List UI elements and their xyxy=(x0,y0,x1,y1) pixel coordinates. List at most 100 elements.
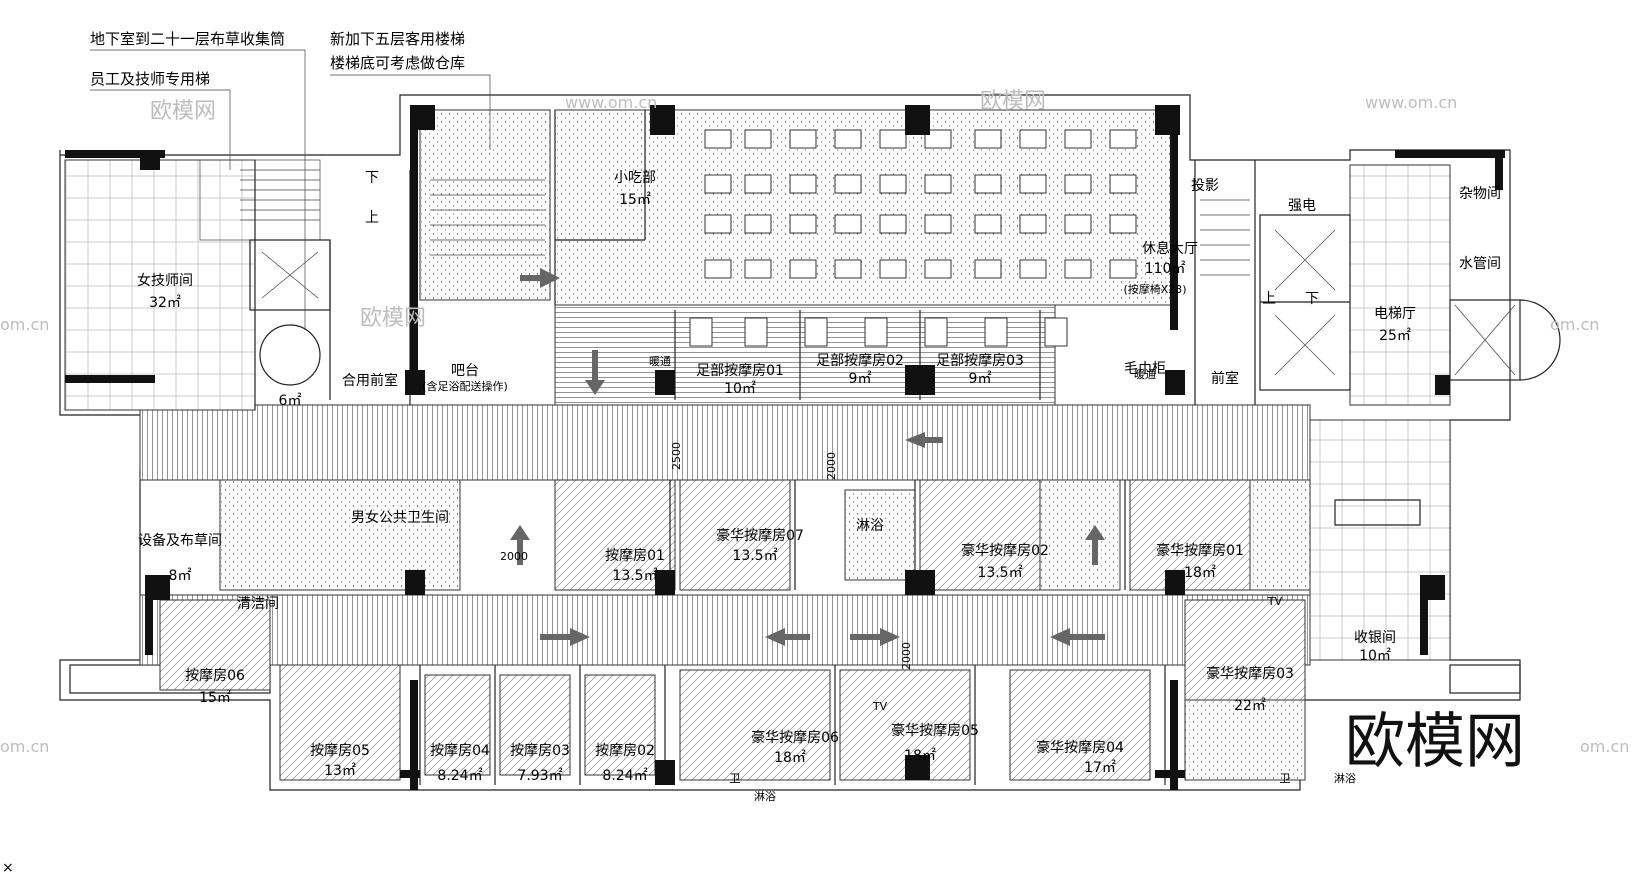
foot-massage-seat xyxy=(689,317,713,347)
massage-chair xyxy=(1064,129,1092,149)
room-lux-06-area: 18㎡ xyxy=(774,750,806,766)
massage-chair xyxy=(704,214,732,234)
room-lux-01: 豪华按摩房01 xyxy=(1156,542,1244,559)
note-leaders xyxy=(90,49,491,330)
room-shared-anteroom: 合用前室 xyxy=(342,372,398,389)
massage-chair xyxy=(1064,174,1092,194)
watermark-brand-3: 欧模网 xyxy=(360,306,426,331)
watermark-site-5: om.cn xyxy=(0,737,49,756)
room-foot-03: 足部按摩房03 xyxy=(936,352,1024,369)
room-m02: 按摩房02 xyxy=(595,742,655,759)
massage-chair xyxy=(744,214,772,234)
room-linen-area: 8㎡ xyxy=(169,568,192,584)
room-bar: 吧台 xyxy=(451,363,479,379)
room-m06: 按摩房06 xyxy=(185,667,245,684)
watermark-site-1: www.om.cn xyxy=(565,93,657,112)
note-staff-elevator: 员工及技师专用梯 xyxy=(90,70,210,88)
massage-chair xyxy=(924,174,952,194)
massage-chair xyxy=(1064,214,1092,234)
massage-chair xyxy=(1109,214,1137,234)
room-foot-01: 足部按摩房01 xyxy=(696,362,784,379)
room-lift-lobby-area: 25㎡ xyxy=(1379,328,1411,344)
massage-chair xyxy=(704,129,732,149)
dimension-2: 2000 xyxy=(825,452,838,480)
label-shower-1: 淋浴 xyxy=(856,518,884,534)
room-towel: 毛巾柜 xyxy=(1124,361,1166,377)
massage-chair xyxy=(744,129,772,149)
label-wc-1: 卫 xyxy=(730,772,741,785)
dimension-3: 2000 xyxy=(500,550,528,563)
room-lounge-extra: (按摩椅X23) xyxy=(1123,282,1186,296)
room-female-tech-area: 32㎡ xyxy=(149,295,181,311)
massage-chair xyxy=(879,214,907,234)
massage-chair xyxy=(789,259,817,279)
massage-chair xyxy=(1109,174,1137,194)
circulation-arrows xyxy=(510,268,1105,646)
massage-chair xyxy=(834,214,862,234)
label-tv-1: TV xyxy=(872,700,888,713)
massage-chair xyxy=(974,129,1002,149)
room-lounge: 休息大厅 xyxy=(1142,240,1198,257)
massage-chair xyxy=(924,214,952,234)
massage-chair xyxy=(834,259,862,279)
down-label-2: 下 xyxy=(1305,291,1319,307)
massage-chair xyxy=(789,129,817,149)
watermark-site-2: www.om.cn xyxy=(1365,93,1457,112)
room-anteroom: 前室 xyxy=(1211,370,1239,387)
room-lux-04: 豪华按摩房04 xyxy=(1036,739,1124,756)
foot-massage-seat xyxy=(744,317,768,347)
room-lux-03: 豪华按摩房03 xyxy=(1206,665,1294,682)
watermark-site-6: om.cn xyxy=(1580,737,1629,756)
room-lux-06: 豪华按摩房06 xyxy=(751,729,839,746)
watermarks: www.om.cn www.om.cn om.cn om.cn om.cn om… xyxy=(0,89,1629,777)
foot-massage-seat xyxy=(804,317,828,347)
label-wc-2: 卫 xyxy=(1280,772,1291,785)
down-label-1: 下 xyxy=(365,170,379,186)
massage-chair xyxy=(789,174,817,194)
room-m01: 按摩房01 xyxy=(605,547,665,564)
room-m02-area: 8.24㎡ xyxy=(602,768,647,784)
partitions xyxy=(199,110,1561,785)
massage-chair xyxy=(1109,259,1137,279)
room-lux-05: 豪华按摩房05 xyxy=(891,722,979,739)
room-lux-04-area: 17㎡ xyxy=(1084,760,1116,776)
room-lounge-area: 110㎡ xyxy=(1145,261,1186,277)
room-snack-area: 15㎡ xyxy=(619,192,651,208)
massage-chair xyxy=(1064,259,1092,279)
room-m06-area: 15㎡ xyxy=(199,690,231,706)
room-lux-07: 豪华按摩房07 xyxy=(716,527,804,544)
room-lux-01-area: 18㎡ xyxy=(1184,565,1216,581)
dimension-4: 2000 xyxy=(900,642,913,670)
up-label-1: 上 xyxy=(365,210,379,226)
room-cashier: 收银间 xyxy=(1354,630,1396,646)
massage-chair xyxy=(704,174,732,194)
massage-chairs xyxy=(689,129,1137,347)
label-shower-3: 淋浴 xyxy=(1334,772,1356,785)
room-electric: 强电 xyxy=(1288,198,1316,214)
foot-massage-seat xyxy=(864,317,888,347)
massage-chair xyxy=(879,129,907,149)
room-linen: 设备及布草间 xyxy=(138,532,222,549)
watermark-logo: 欧模网 xyxy=(1345,707,1525,777)
corner-mark: × xyxy=(2,860,14,876)
room-m05-area: 13㎡ xyxy=(324,763,356,779)
note-linen-chute: 地下室到二十一层布草收集筒 xyxy=(90,30,285,48)
room-m05: 按摩房05 xyxy=(310,742,370,759)
room-lux-07-area: 13.5㎡ xyxy=(732,548,777,564)
massage-chair xyxy=(879,174,907,194)
room-lux-02-area: 13.5㎡ xyxy=(977,565,1022,581)
note-stair-storage: 楼梯底可考虑做仓库 xyxy=(330,54,465,72)
massage-chair xyxy=(924,259,952,279)
up-label-2: 上 xyxy=(1262,291,1276,307)
massage-chair xyxy=(789,214,817,234)
massage-chair xyxy=(974,259,1002,279)
room-foot-02: 足部按摩房02 xyxy=(816,352,904,369)
label-shower-2: 淋浴 xyxy=(754,790,776,803)
room-m03-area: 7.93㎡ xyxy=(517,768,562,784)
massage-chair xyxy=(1019,214,1047,234)
massage-chair xyxy=(1109,129,1137,149)
massage-chair xyxy=(1019,129,1047,149)
watermark-site-4: om.cn xyxy=(1550,315,1599,334)
watermark-brand-2: 欧模网 xyxy=(980,89,1046,114)
